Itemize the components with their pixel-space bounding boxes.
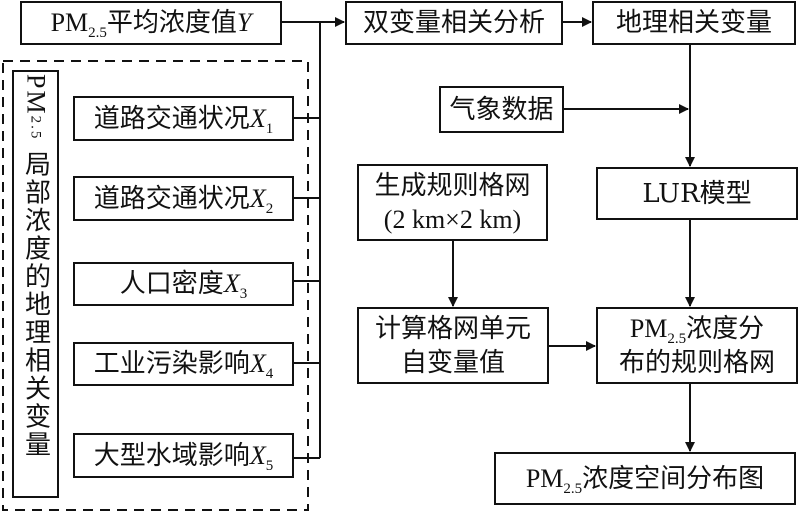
node-pm-mean: PM2.5平均浓度值Y [20,1,282,45]
node-bivariate-analysis: 双变量相关分析 [345,1,563,45]
variable-symbol: X [223,269,240,298]
node-calc-grid-values: 计算格网单元 自变量值 [357,307,549,384]
variable-symbol: Y [236,8,252,37]
node-factor-3: 人口密度X3 [73,262,294,306]
node-pm-distribution-map: PM2.5浓度空间分布图 [494,452,796,505]
variable-subscript: 2 [265,200,274,217]
pm-subscript: 2.5 [563,480,583,497]
node-text: LUR模型 [642,178,752,209]
node-factor-4: 工业污染影响X4 [73,342,294,386]
node-text: 局部浓度的地理相关变量 [20,150,51,459]
node-text: 人口密度 [119,269,224,299]
node-text-line2: (2 km×2 km) [383,204,522,234]
node-pm-grid: PM2.5浓度分 布的规则格网 [596,307,798,384]
variable-symbol: X [249,349,266,378]
node-text: 工业污染影响 [93,349,250,379]
node-group-label: PM2.5 局部浓度的地理相关变量 [12,70,59,498]
node-text: 双变量相关分析 [362,8,545,38]
pm-prefix: PM [50,8,89,37]
pm-prefix: PM [629,313,668,343]
node-text: 平均浓度值 [106,8,237,38]
node-text: 大型水域影响 [93,440,250,471]
pm-subscript: 2.5 [27,115,44,141]
node-text: 气象数据 [449,94,554,125]
node-text-line2: 布的规则格网 [618,347,775,378]
variable-symbol: X [249,103,266,133]
node-factor-5: 大型水域影响X5 [73,433,294,478]
node-text-line1: 计算格网单元 [374,313,531,344]
node-text-line1: 浓度分 [686,313,765,344]
variable-symbol: X [249,440,266,470]
node-factor-1: 道路交通状况X1 [73,96,294,141]
node-text: 道路交通状况 [93,103,250,134]
node-grid-generation: 生成规则格网 (2 km×2 km) [357,164,548,241]
node-text: 浓度空间分布图 [582,463,765,494]
variable-subscript: 3 [239,286,248,302]
variable-symbol: X [249,183,266,213]
variable-subscript: 4 [265,366,274,382]
node-geo-variables: 地理相关变量 [592,1,796,45]
variable-subscript: 1 [265,120,274,137]
pm-subscript: 2.5 [667,330,687,347]
pm-subscript: 2.5 [88,25,107,41]
node-text: 道路交通状况 [93,183,250,214]
node-text-line1: 生成规则格网 [374,170,531,201]
variable-subscript: 5 [265,457,274,474]
node-meteorological-data: 气象数据 [439,86,564,133]
pm-prefix: PM [21,74,51,116]
node-text: 地理相关变量 [615,8,772,38]
node-factor-2: 道路交通状况X2 [73,176,294,221]
node-lur-model: LUR模型 [596,167,798,220]
node-text-line2: 自变量值 [400,347,505,378]
pm-prefix: PM [525,463,564,493]
factor-group-dashed-border [2,60,309,511]
